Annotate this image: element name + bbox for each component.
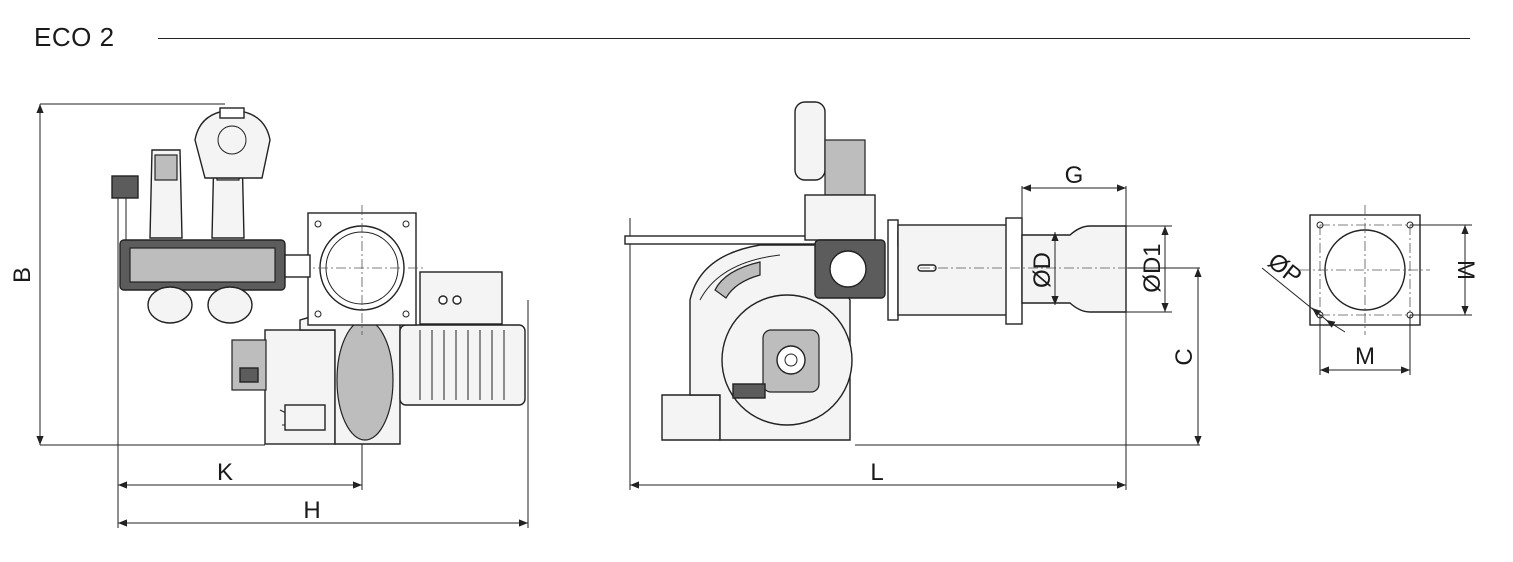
dim-m-vertical-label: M	[1452, 260, 1479, 280]
valve-coil-2	[207, 286, 253, 324]
dim-h-label: H	[303, 497, 320, 524]
mount-plate	[284, 404, 326, 431]
side-base	[661, 394, 721, 441]
valve-connector	[284, 254, 311, 278]
bolt-hole	[402, 220, 410, 228]
bolt-hole	[314, 220, 322, 228]
control-head	[194, 109, 271, 179]
pump-label	[732, 383, 766, 399]
lance-rod	[624, 235, 826, 245]
dim-k-label: K	[217, 459, 233, 486]
side-mount-plate	[887, 219, 899, 321]
dim-d-label: ØD	[1029, 252, 1056, 288]
dim-g-label: G	[1065, 162, 1084, 189]
side-actuator	[824, 139, 866, 196]
title-rule	[158, 38, 1470, 39]
valve-coil-1	[147, 286, 193, 324]
indicator-2	[452, 295, 462, 305]
flange-view: M M ØP	[1261, 205, 1479, 375]
drawing-title: ECO 2	[34, 22, 115, 52]
dim-l-label: L	[870, 459, 883, 486]
dim-p-leader	[1261, 267, 1321, 316]
side-view: G ØD ØD1 C L	[624, 101, 1202, 490]
front-view: B K H	[9, 103, 529, 528]
dim-c-label: C	[1171, 348, 1198, 365]
motor-body	[399, 324, 526, 406]
bolt-hole	[314, 310, 322, 318]
fan-volute	[336, 319, 394, 441]
side-control-head	[794, 101, 826, 181]
blast-tube	[897, 224, 1009, 316]
dim-p-label: ØP	[1263, 248, 1307, 291]
side-valve	[804, 194, 876, 241]
motor-fins	[419, 330, 505, 400]
tube-flange	[1005, 217, 1023, 325]
bolt-hole	[402, 310, 410, 318]
pressure-switch	[111, 175, 139, 199]
dim-b-label: B	[9, 267, 36, 283]
indicator-1	[438, 295, 448, 305]
dim-d1-label: ØD1	[1139, 243, 1166, 292]
dim-m-horizontal-label: M	[1355, 343, 1375, 370]
